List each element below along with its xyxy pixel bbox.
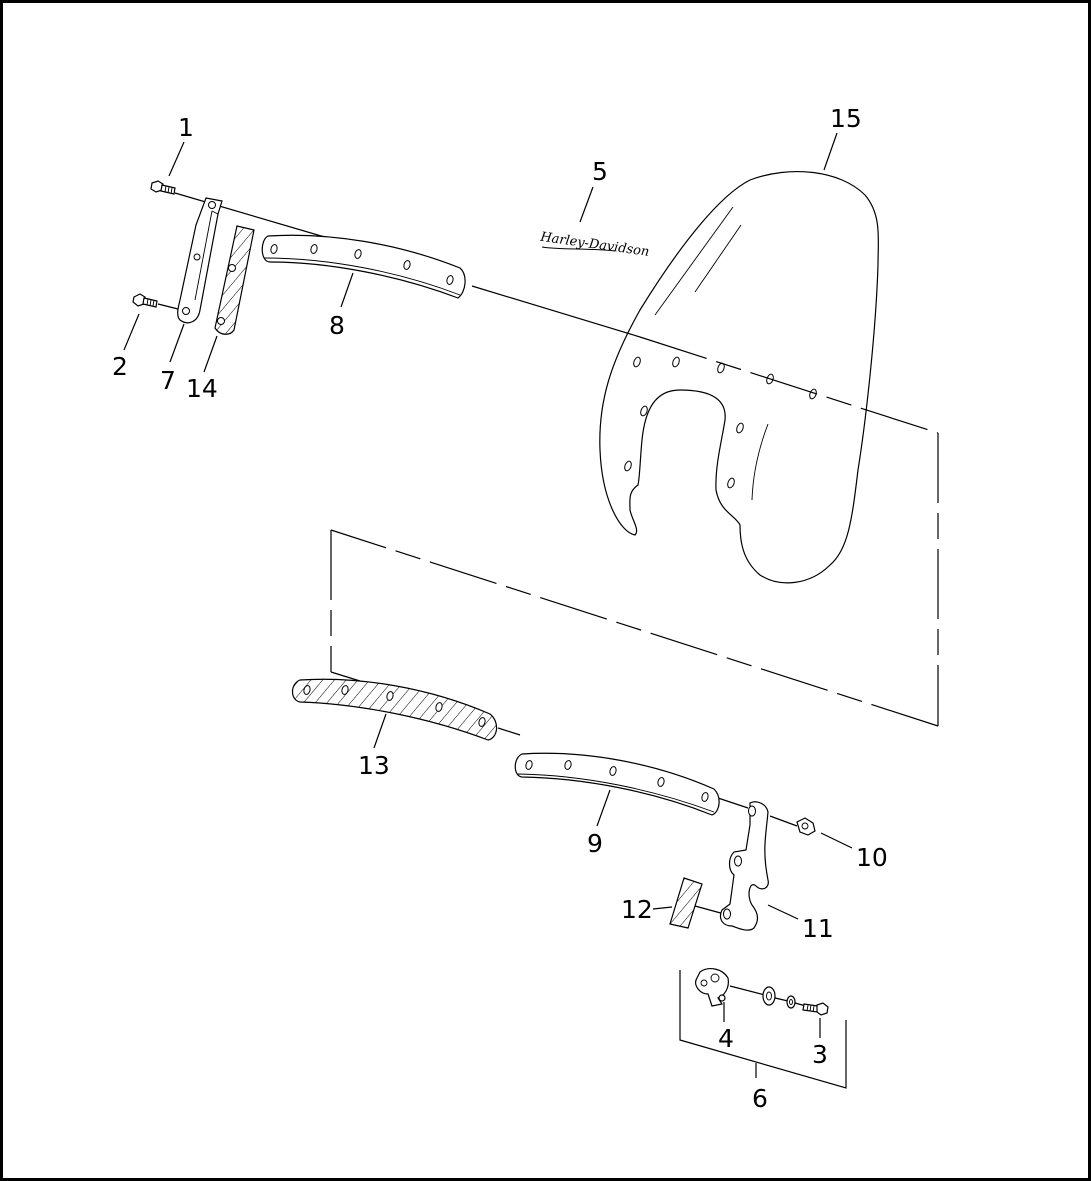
clamp-4-part <box>695 968 729 1007</box>
leader-lines <box>123 132 853 1038</box>
callout-5: 5 <box>592 157 608 186</box>
centerlines <box>157 192 939 1007</box>
bolt-1-part <box>150 180 176 195</box>
callout-labels: 1 2 3 4 5 6 7 8 9 10 11 12 13 14 15 <box>112 104 888 1113</box>
callout-14: 14 <box>186 374 218 403</box>
bracket-11-part <box>719 801 769 931</box>
bracket-7-part <box>177 197 223 324</box>
callout-12: 12 <box>621 895 653 924</box>
trim-strip-9-part <box>514 752 720 816</box>
pad-12-part <box>669 877 703 929</box>
callout-13: 13 <box>358 751 390 780</box>
callout-1: 1 <box>178 113 194 142</box>
callout-9: 9 <box>587 829 603 858</box>
callout-10: 10 <box>856 843 888 872</box>
windshield-part <box>599 171 880 584</box>
callout-8: 8 <box>329 311 345 340</box>
callout-4: 4 <box>718 1024 734 1053</box>
lockwasher-part <box>786 995 796 1009</box>
kit-6-bracket <box>679 970 847 1089</box>
gasket-13-part <box>291 678 498 741</box>
washer-part <box>762 986 776 1006</box>
emblem-text: Harley-Davidson <box>538 230 650 260</box>
trim-strip-8-part <box>261 234 466 299</box>
callout-2: 2 <box>112 352 128 381</box>
bolt-3-part <box>802 1002 829 1016</box>
nut-10-part <box>796 817 816 836</box>
gasket-14-part <box>214 225 255 335</box>
callout-11: 11 <box>802 914 834 943</box>
callout-3: 3 <box>812 1040 828 1069</box>
bolt-2-part <box>132 293 158 308</box>
emblem-5-part: Harley-Davidson <box>538 230 650 260</box>
callout-15: 15 <box>830 104 862 133</box>
callout-7: 7 <box>160 366 176 395</box>
callout-6: 6 <box>752 1084 768 1113</box>
